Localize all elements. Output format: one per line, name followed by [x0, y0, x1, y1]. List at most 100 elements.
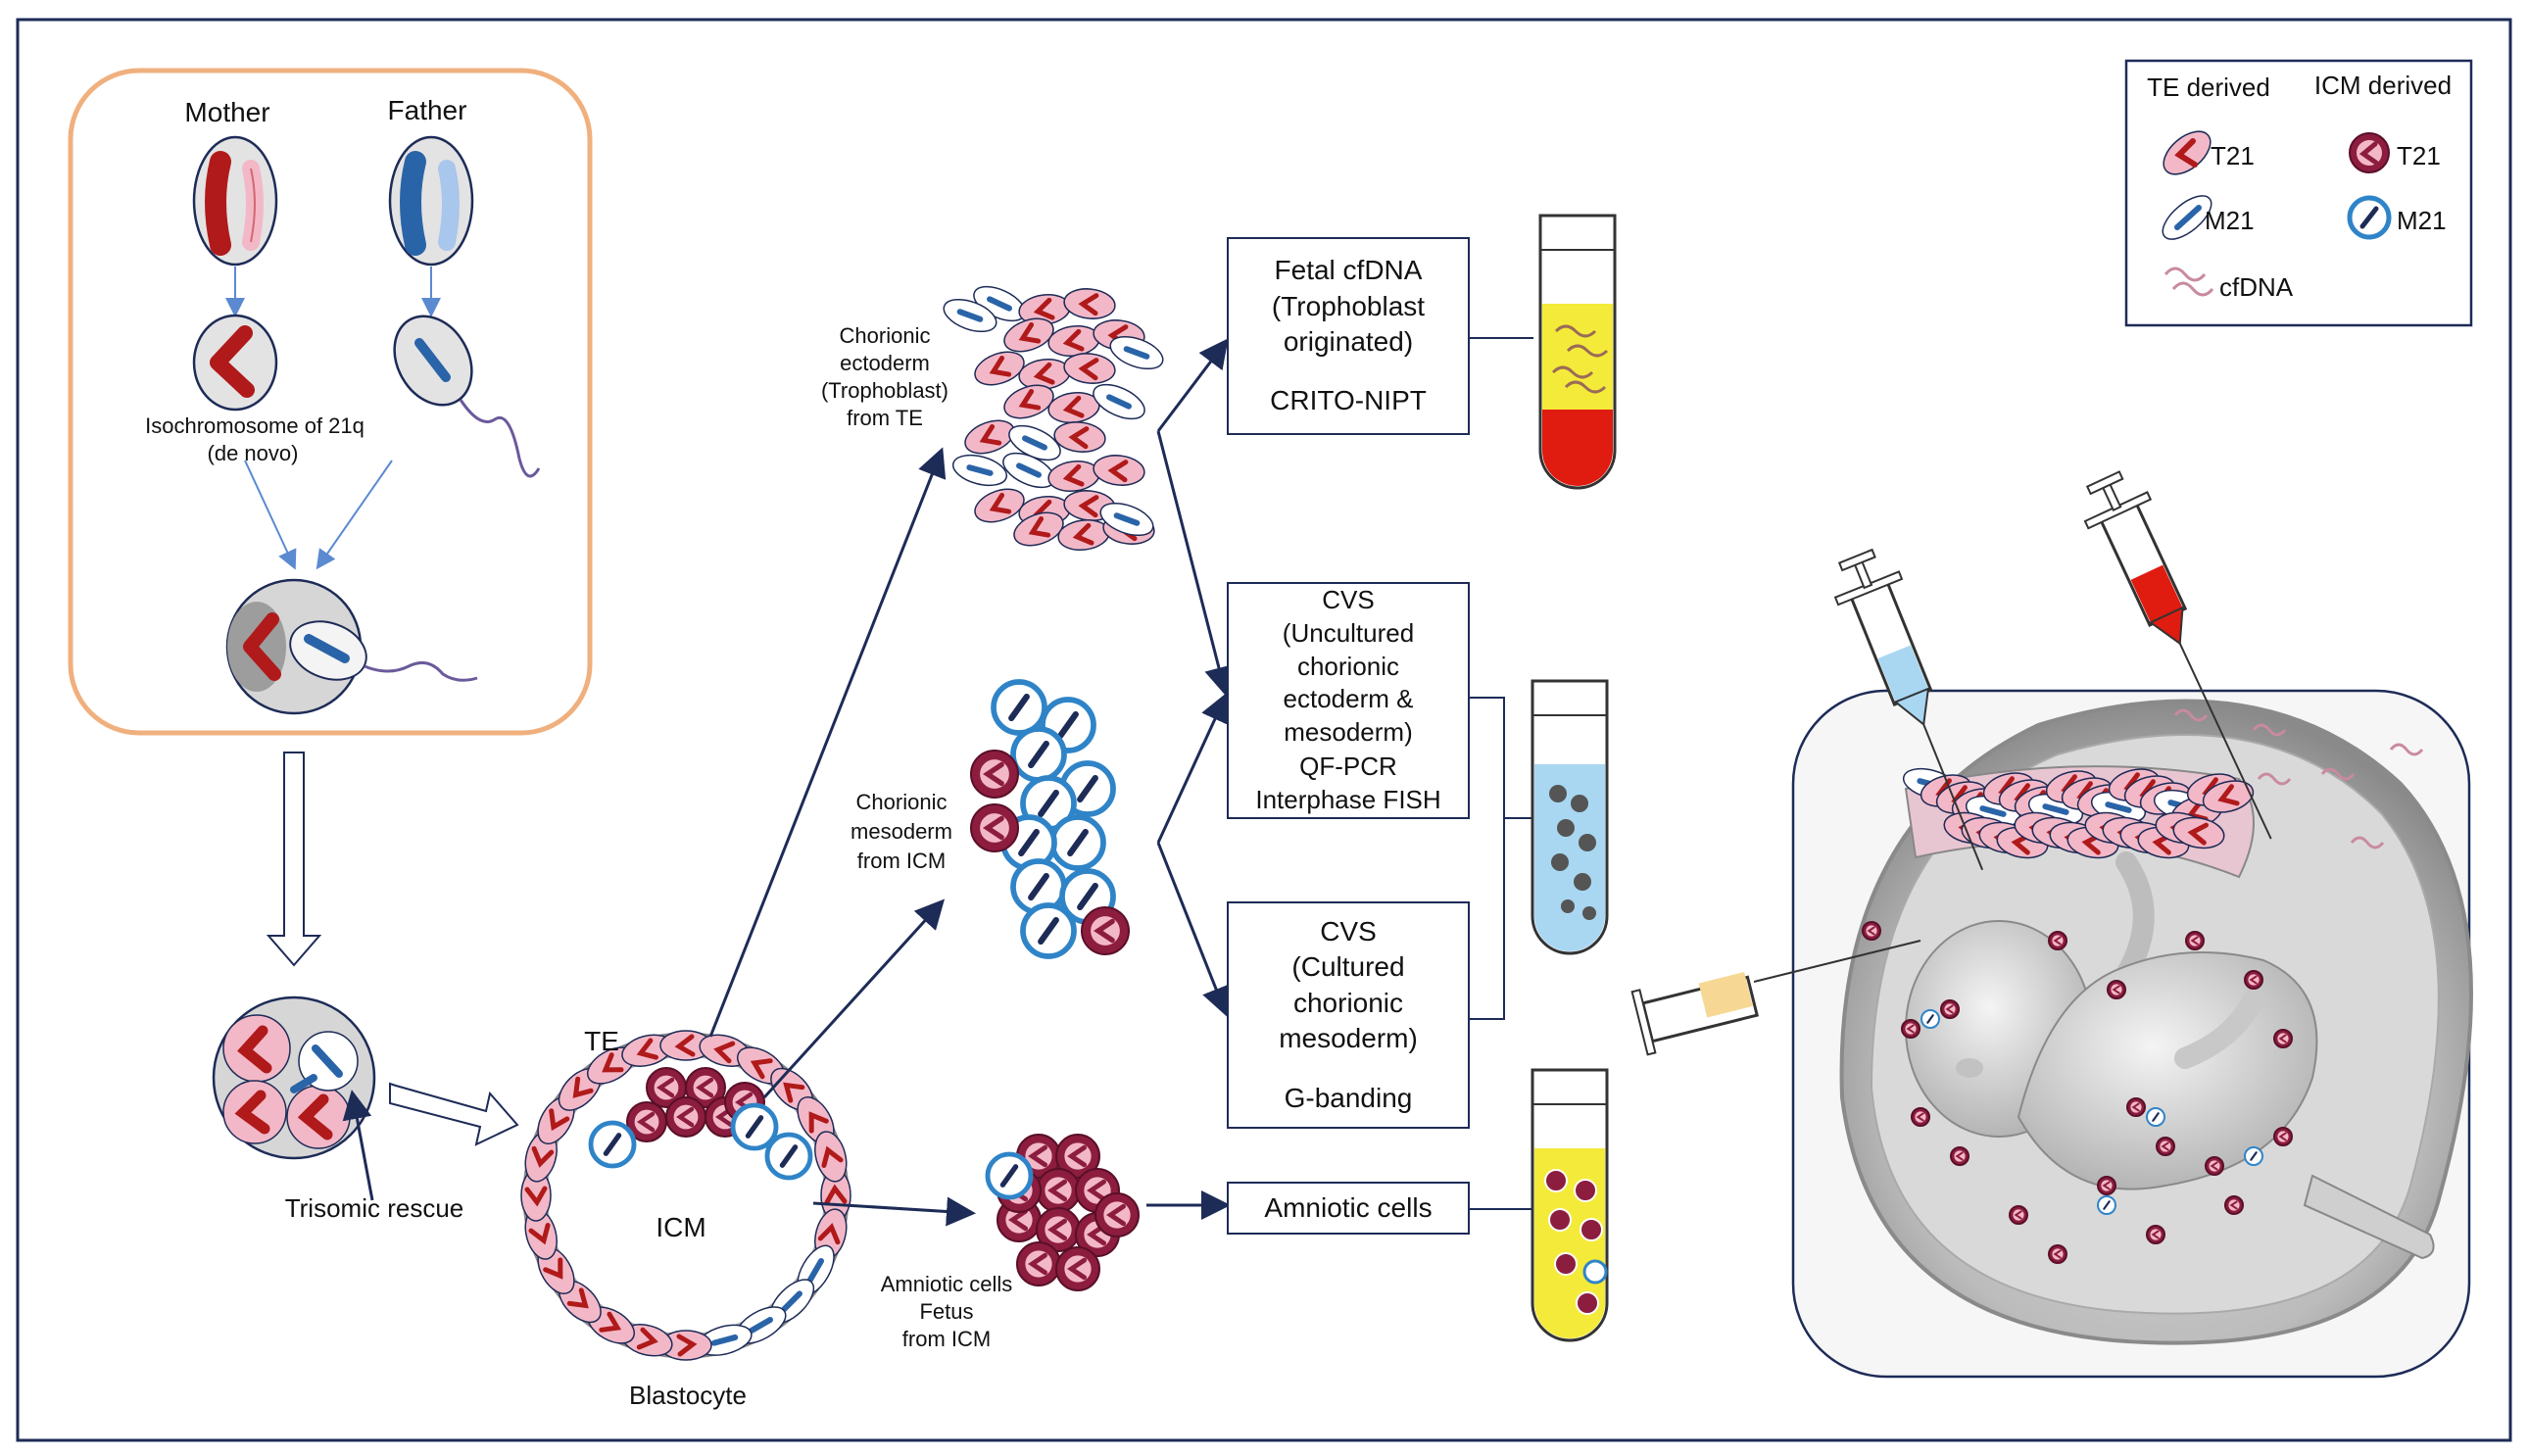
icm-t21-cell — [2273, 1029, 2293, 1048]
icm-t21-cell — [970, 803, 1019, 852]
icm-t21-cell — [1862, 921, 1881, 941]
icm-m21-cell — [1010, 726, 1067, 783]
icm-m21-cell — [991, 679, 1047, 736]
tube-plasma — [1538, 214, 1617, 490]
icm-m21-cell — [588, 1120, 637, 1169]
label-amniotic-3: from ICM — [902, 1327, 991, 1351]
chorionic-ectoderm-cluster — [943, 285, 1164, 551]
arrow-hollow-down — [266, 752, 322, 967]
legend-te-m21-icon — [2162, 195, 2212, 240]
icm-m21-cell — [764, 1132, 813, 1181]
arrow-ecto-to-cvs-uncultured — [1156, 430, 1234, 697]
icm-t21-cell — [2146, 1225, 2165, 1244]
legend-icm-m21-label: M21 — [2397, 206, 2447, 235]
cvs-u-line-3: chorionic — [1296, 651, 1400, 681]
icm-t21-cell — [2107, 980, 2126, 999]
te-t21-cell — [1003, 384, 1054, 419]
icm-t21-cell — [2244, 970, 2263, 990]
syringe-blood — [2083, 470, 2272, 840]
arrow-meso-to-cvs-cultured — [1156, 842, 1231, 1017]
cfdna-line-3: originated) — [1283, 326, 1414, 357]
connector-cvs-bracket — [1470, 697, 1505, 1020]
icm-m21-cell — [2146, 1107, 2165, 1127]
label-te: TE — [584, 1026, 619, 1056]
te-m21-cell — [951, 454, 1008, 487]
label-mesoderm-2: mesoderm — [851, 819, 952, 844]
label-ectoderm-1: Chorionic — [840, 323, 931, 348]
cvs-c-line-1: CVS — [1320, 916, 1377, 947]
te-t21-cell — [1053, 421, 1106, 453]
icm-m21-cell — [1920, 1009, 1940, 1029]
legend-cfdna-icon — [2163, 267, 2214, 297]
box-amniotic-cells: Amniotic cells — [1227, 1182, 1470, 1235]
label-ectoderm-2: ectoderm — [840, 351, 930, 375]
icm-t21-cell — [1081, 906, 1130, 955]
cvs-c-line-4: mesoderm) — [1279, 1023, 1418, 1054]
te-m21-cell — [943, 298, 997, 333]
arrow-meso-to-cvs-uncultured — [1156, 692, 1229, 844]
cvs-u-line-2: (Uncultured — [1282, 617, 1415, 648]
cvs-u-line-1: CVS — [1322, 585, 1375, 614]
cvs-c-line-3: chorionic — [1292, 987, 1404, 1018]
arrow-to-amniotic — [812, 1196, 976, 1227]
te-t21-cell — [659, 1030, 712, 1061]
label-amniotic-2: Fetus — [919, 1299, 973, 1324]
arrow-ecto-to-cfdna — [1156, 338, 1229, 432]
legend-te-m21-label: M21 — [2205, 206, 2255, 235]
te-t21-cell — [520, 1169, 552, 1222]
tube-cvs — [1531, 679, 1609, 955]
icm-m21-cell — [985, 1151, 1034, 1200]
icm-t21-cell — [2185, 931, 2205, 950]
syringe-amniocentesis — [1630, 940, 1921, 1056]
te-t21-cell — [2172, 816, 2225, 849]
te-t21-cell — [621, 1034, 673, 1067]
zygote-cell — [225, 578, 478, 715]
legend-icm-t21-label: T21 — [2397, 141, 2441, 170]
legend-te-t21-label: T21 — [2211, 141, 2255, 170]
legend-icm-t21-icon — [2349, 132, 2390, 173]
mother-cell — [192, 135, 278, 267]
icm-m21-cell — [730, 1102, 779, 1151]
te-t21-cell — [1057, 519, 1110, 551]
box-cvs-cultured: CVS (Cultured chorionic mesoderm) G-band… — [1227, 901, 1470, 1129]
te-m21-cell — [1093, 383, 1145, 420]
te-t21-cell — [2202, 780, 2255, 813]
label-father: Father — [388, 95, 467, 125]
icm-t21-cell — [665, 1096, 706, 1138]
label-ectoderm-3: (Trophoblast) — [821, 378, 948, 403]
icm-t21-cell — [2048, 931, 2067, 950]
outer-frame — [16, 18, 2512, 1442]
label-mesoderm-1: Chorionic — [856, 790, 948, 814]
icm-m21-cell — [2244, 1146, 2263, 1166]
te-m21-cell — [1008, 424, 1061, 461]
sperm-cell — [393, 315, 541, 478]
label-mesoderm-3: from ICM — [857, 849, 946, 873]
icm-t21-cell — [2224, 1195, 2244, 1215]
icm-m21-cell — [1020, 902, 1077, 959]
amniotic-fluid-cells — [1862, 921, 2293, 1264]
label-mother: Mother — [184, 97, 269, 127]
icm-t21-cell — [2273, 1127, 2293, 1146]
icm-t21-cell — [2097, 1176, 2116, 1195]
icm-t21-cell — [1094, 1192, 1140, 1238]
icm-t21-cell — [1901, 1019, 1920, 1039]
amniotic-box-label: Amniotic cells — [1264, 1191, 1433, 1223]
te-t21-cell — [1093, 455, 1145, 486]
syringe-cvs — [1833, 548, 1984, 871]
legend-te-t21-icon — [2163, 130, 2212, 175]
label-icm: ICM — [656, 1212, 705, 1242]
tube-amniotic — [1531, 1068, 1609, 1342]
chorionic-mesoderm-cluster — [970, 679, 1130, 959]
cvs-u-method-2: Interphase FISH — [1255, 785, 1441, 815]
icm-t21-cell — [1911, 1107, 1930, 1127]
te-t21-cell — [1013, 511, 1064, 547]
arrow-to-mesoderm — [762, 898, 946, 1099]
label-trisomic-rescue: Trisomic rescue — [285, 1193, 464, 1223]
cvs-u-line-5: mesoderm) — [1284, 717, 1413, 748]
te-t21-cell — [974, 351, 1025, 386]
icm-t21-cell — [2126, 1097, 2146, 1117]
icm-t21-cell — [1036, 1207, 1081, 1252]
label-amniotic-1: Amniotic cells — [881, 1272, 1012, 1296]
arrow-egg-to-zygote — [244, 460, 297, 570]
